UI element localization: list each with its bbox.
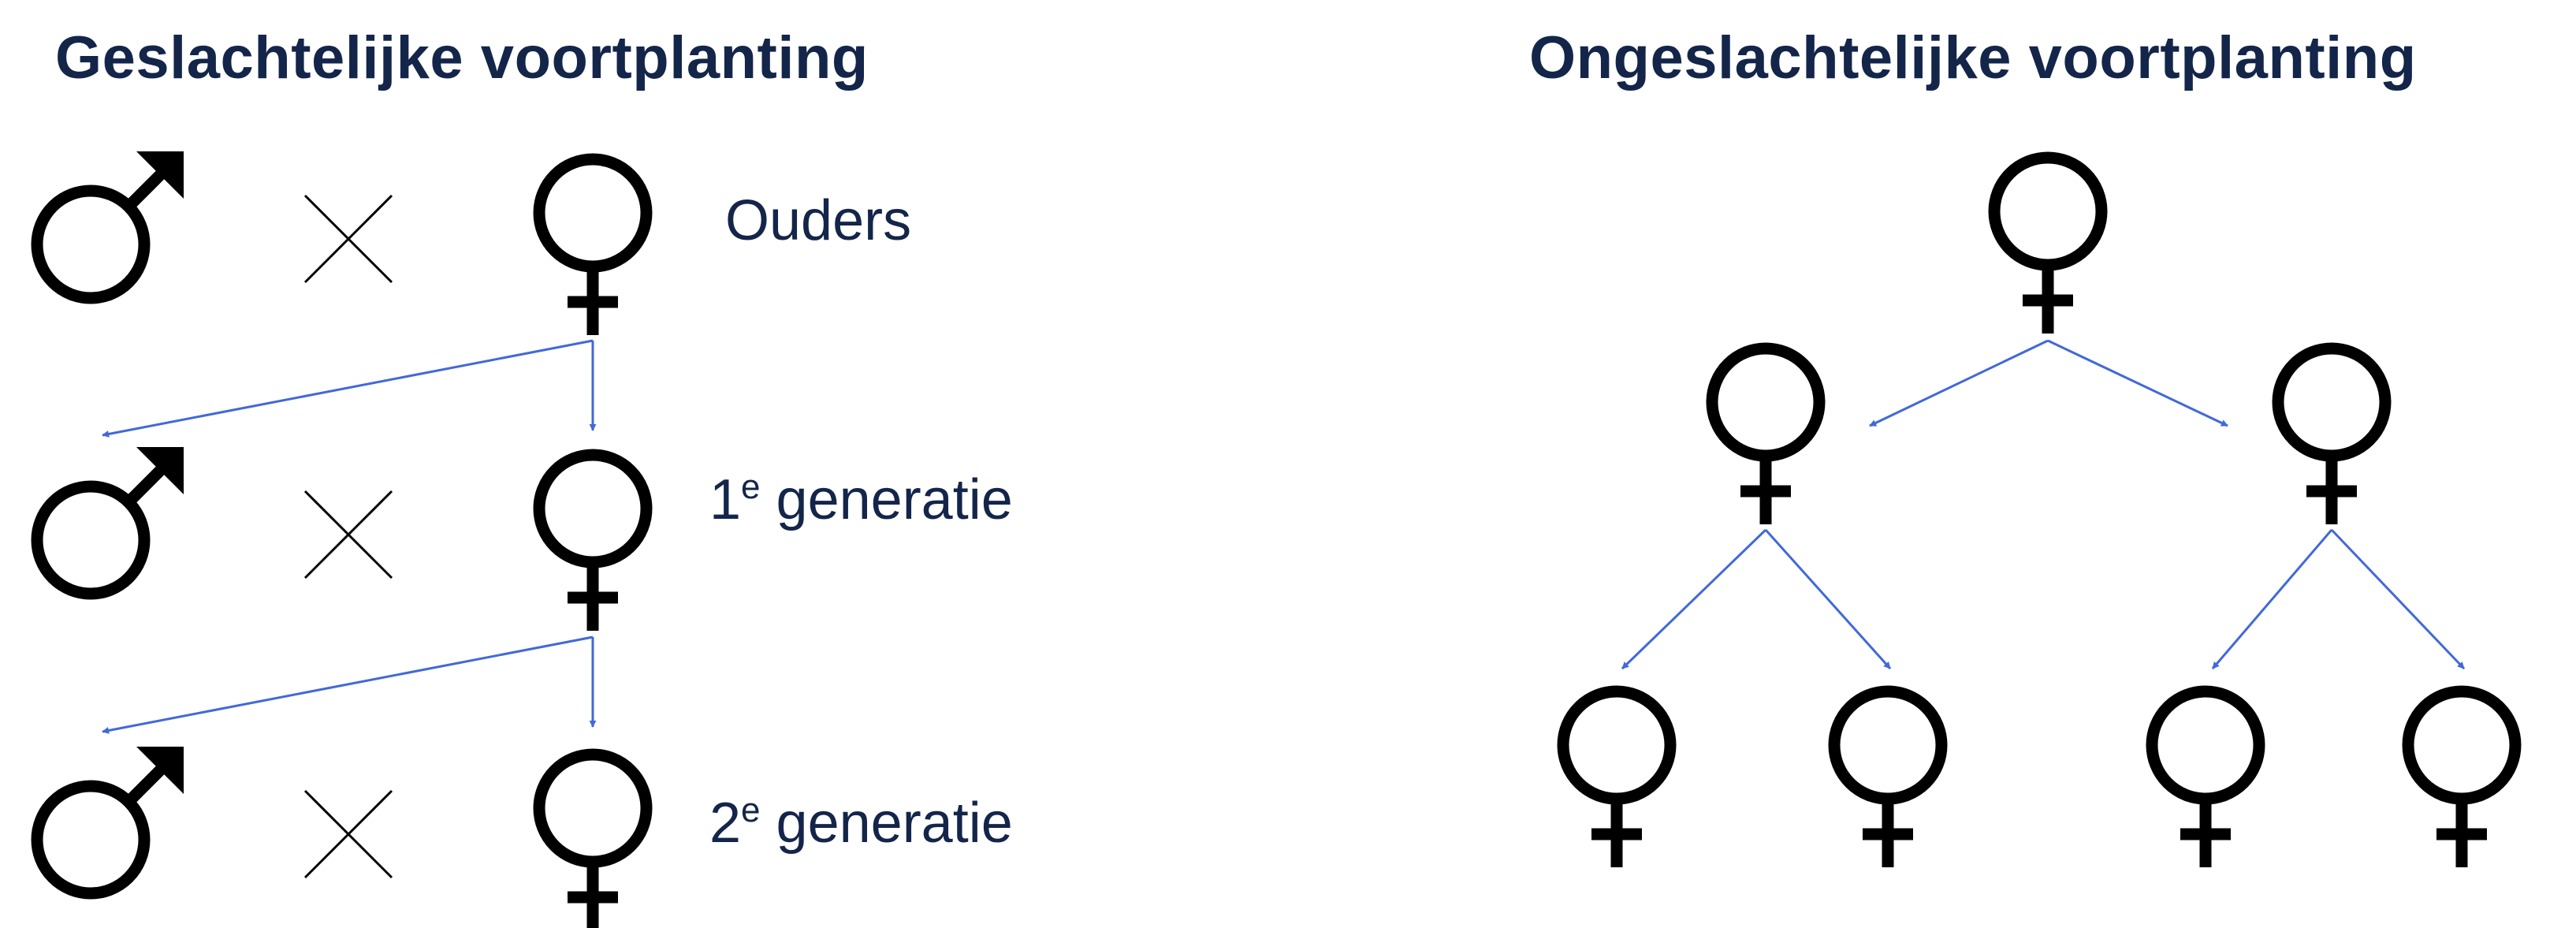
asexual-arrows-level-2 <box>1621 528 2466 670</box>
female-symbol-icon <box>1994 158 2101 334</box>
sexual-row-generation-2 <box>37 747 646 928</box>
sexual-reproduction-title: Geslachtelijke voortplanting <box>55 24 869 91</box>
cross-icon <box>303 194 393 284</box>
asexual-reproduction-title: Ongeslachtelijke voortplanting <box>1529 24 2417 91</box>
male-symbol-icon <box>37 151 184 298</box>
sexual-row-generation-1 <box>37 447 646 631</box>
female-symbol-icon <box>539 159 646 335</box>
cross-icon <box>303 490 393 580</box>
female-symbol-icon <box>1834 691 1941 867</box>
asexual-tree <box>1563 158 2515 867</box>
male-symbol-icon <box>37 747 184 893</box>
female-symbol-icon <box>1712 348 1819 524</box>
row-label-generation-2: 2e generatie <box>709 791 1013 855</box>
female-symbol-icon <box>2278 348 2385 524</box>
asexual-arrows-level-1 <box>1869 339 2228 427</box>
sexual-arrows-gen1 <box>102 339 597 438</box>
female-symbol-icon <box>1563 691 1670 867</box>
female-symbol-icon <box>2152 691 2259 867</box>
female-symbol-icon <box>539 755 646 928</box>
sexual-row-parents <box>37 151 646 335</box>
male-symbol-icon <box>37 447 184 594</box>
row-label-generation-1: 1e generatie <box>709 468 1013 531</box>
female-symbol-icon <box>539 455 646 631</box>
sexual-arrows-gen2 <box>102 635 597 734</box>
female-symbol-icon <box>2408 691 2515 867</box>
cross-icon <box>303 789 393 879</box>
row-label-parents: Ouders <box>725 189 912 252</box>
